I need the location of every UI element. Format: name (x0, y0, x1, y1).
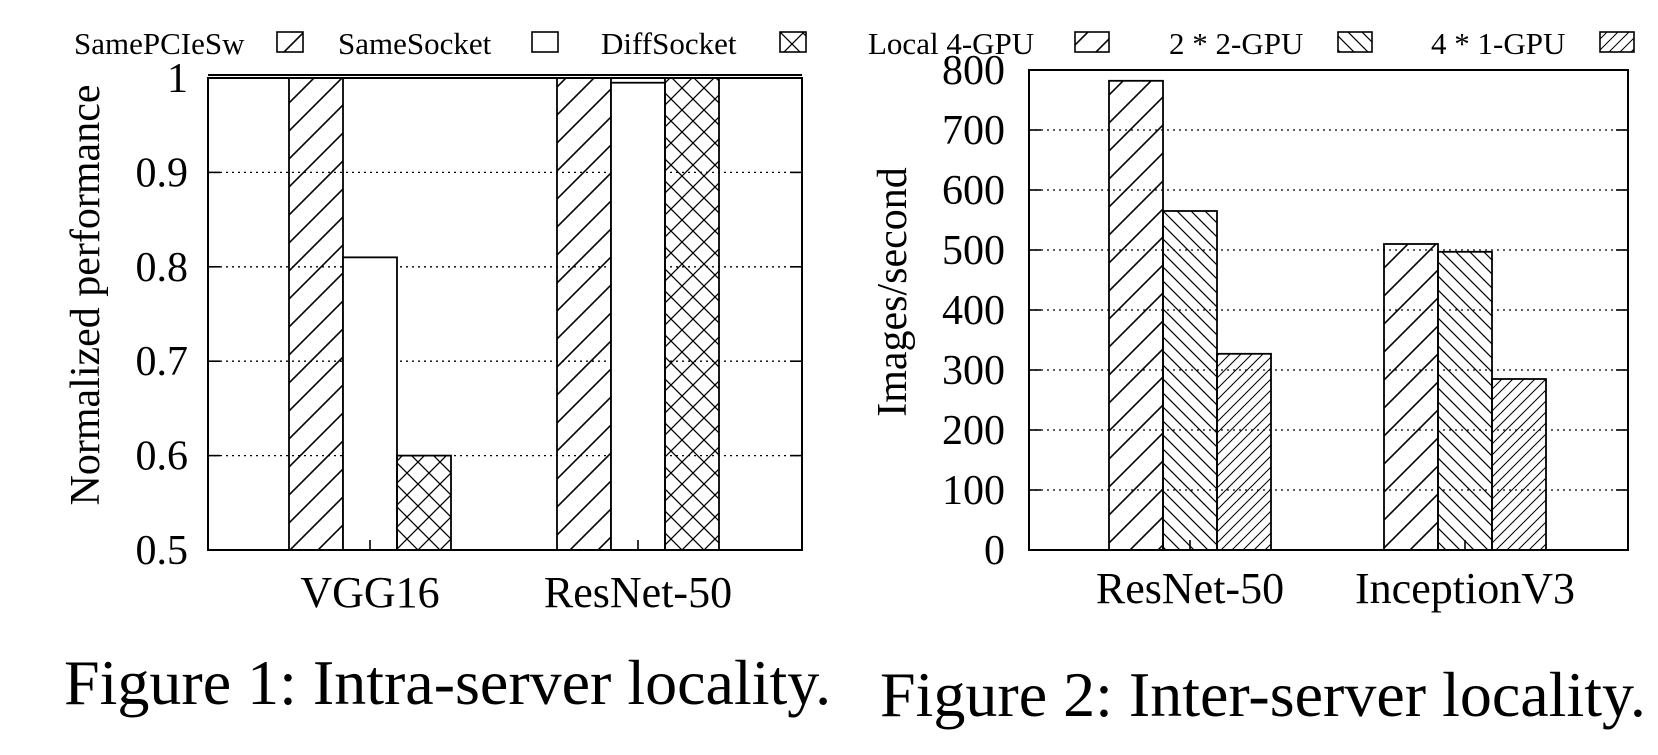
bar-samepciesw-resnet-50 (556, 77, 612, 551)
bar-samesocket-resnet-50 (610, 81, 666, 551)
y-tick-label: 600 (942, 168, 1005, 214)
legend-label: 2 * 2-GPU (1169, 26, 1303, 61)
x-category-label: InceptionV3 (1355, 564, 1575, 613)
legend-swatch (531, 31, 559, 53)
legend-swatch (1599, 31, 1635, 53)
chart1-bars (208, 74, 802, 551)
bar-local-4-gpu-resnet-50 (1108, 79, 1164, 551)
bar-2-2-gpu-inceptionv3 (1437, 250, 1493, 551)
y-tick-label: 300 (942, 348, 1005, 394)
y-tick-label: 0.5 (136, 528, 189, 574)
chart1-y-axis-title: Normalized performance (63, 85, 109, 506)
y-tick-label: 0.9 (136, 150, 189, 196)
chart1-x-categories: VGG16 ResNet-50 (300, 540, 732, 617)
chart1-y-ticks: 0.5 0.6 0.7 0.8 0.9 1 (136, 56, 802, 574)
chart1-legend: SamePCIeSw SameSocket DiffSocket (74, 26, 807, 61)
bar-local-4-gpu-inceptionv3 (1383, 243, 1439, 551)
chart2-bars (1108, 79, 1547, 551)
legend-label: SamePCIeSw (74, 26, 245, 61)
legend-label: DiffSocket (601, 26, 737, 61)
y-tick-label: 700 (942, 108, 1005, 154)
bar-2-2-gpu-resnet-50 (1162, 210, 1218, 551)
chart2-y-ticks: 0 100 200 300 400 500 600 700 800 (942, 48, 1628, 574)
legend-swatch (779, 31, 807, 53)
y-tick-label: 500 (942, 228, 1005, 274)
y-tick-label: 0 (984, 528, 1005, 574)
x-category-label: VGG16 (300, 568, 439, 617)
y-tick-label: 400 (942, 288, 1005, 334)
y-tick-label: 0.7 (136, 339, 189, 385)
legend-swatch (276, 31, 304, 53)
legend-swatch (1074, 31, 1110, 53)
bar-4-1-gpu-inceptionv3 (1491, 378, 1547, 551)
legend-swatch (1337, 31, 1373, 53)
y-tick-label: 1 (167, 56, 188, 102)
chart1-caption: Figure 1: Intra-server locality. (64, 647, 831, 718)
x-category-label: ResNet-50 (1096, 564, 1284, 613)
bar-4-1-gpu-resnet-50 (1216, 352, 1272, 551)
legend-label: Local 4-GPU (868, 26, 1034, 61)
bar-samesocket-vgg16 (342, 256, 398, 551)
bar-diffsocket-resnet-50 (664, 77, 720, 551)
y-tick-label: 0.6 (136, 434, 189, 480)
bar-diffsocket-vgg16 (396, 454, 452, 551)
y-tick-label: 200 (942, 408, 1005, 454)
chart-intra-server: 0.5 0.6 0.7 0.8 0.9 1 VGG16 ResNet-50 Normaliz… (63, 26, 831, 718)
chart2-caption: Figure 2: Inter-server locality. (880, 659, 1646, 730)
y-tick-label: 800 (942, 48, 1005, 94)
chart1-plot-frame (207, 77, 803, 551)
y-tick-label: 0.8 (136, 245, 189, 291)
legend-label: SameSocket (338, 26, 492, 61)
y-tick-label: 100 (942, 468, 1005, 514)
chart2-y-axis-title: Images/second (870, 167, 916, 417)
chart2-x-categories: ResNet-50 InceptionV3 (1096, 540, 1575, 613)
x-category-label: ResNet-50 (544, 568, 732, 617)
chart2-legend: Local 4-GPU 2 * 2-GPU 4 * 1-GPU (868, 26, 1635, 61)
legend-label: 4 * 1-GPU (1431, 26, 1565, 61)
chart-inter-server: 0 100 200 300 400 500 600 700 800 ResNet-50 Incep… (868, 26, 1646, 730)
bar-samepciesw-vgg16 (288, 77, 344, 551)
